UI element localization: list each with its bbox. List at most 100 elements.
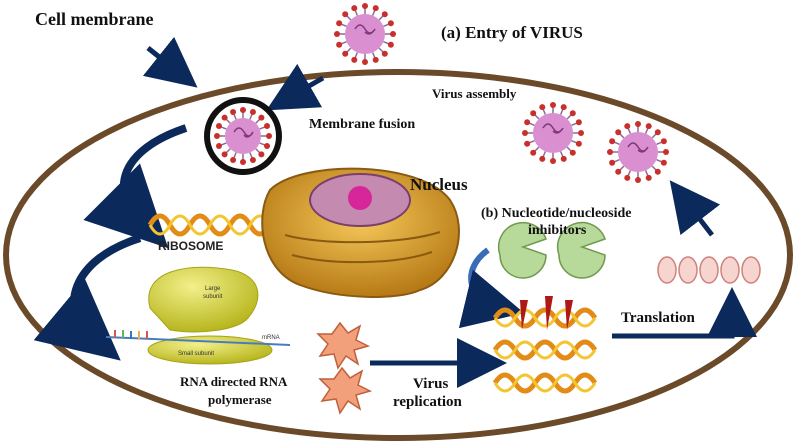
virus-spike-tip <box>615 168 622 175</box>
label-nucleus: Nucleus <box>410 175 468 194</box>
label-inhibitors-1: (b) Nucleotide/nucleoside <box>481 206 632 221</box>
virus-spike-tip <box>530 110 537 117</box>
virus-spike-tip <box>258 151 265 158</box>
label-large-subunit-1: Large <box>205 286 221 292</box>
virus-spike-tip <box>524 140 531 147</box>
virus-spike-tip <box>615 129 622 136</box>
replicated-helix-2 <box>492 339 598 361</box>
translation-arrow <box>612 287 757 339</box>
virus-spike-tip <box>578 130 584 136</box>
mrna-strand <box>105 336 291 346</box>
curved-arrow-to-ribosome <box>83 124 188 249</box>
virus-spike-tip <box>550 158 556 164</box>
virus-spike-tip <box>624 123 631 130</box>
virus-spike-tip <box>336 20 343 27</box>
label-mrna: mRNA <box>262 335 280 341</box>
virus-spike-tip <box>522 130 528 136</box>
virus-spike-tip <box>635 121 641 127</box>
curved-arrow-to-mrna <box>33 234 142 361</box>
virus-spike-tip <box>387 20 394 27</box>
virus-spike-tip <box>607 149 613 155</box>
virus-icon <box>522 102 584 164</box>
virus-spike-tip <box>221 114 228 121</box>
virus-spike-tip <box>230 108 237 115</box>
virus-icon <box>214 107 272 165</box>
virus-spike-tip <box>249 108 256 115</box>
label-virus-replication-1: Virus <box>413 376 448 392</box>
replicated-helix-2-strand <box>493 340 597 360</box>
virus-icon <box>607 121 669 183</box>
virus-spike-tip <box>381 50 388 57</box>
virus-spike-tip <box>240 159 246 165</box>
entry-arrow <box>266 63 325 111</box>
virus-spike-tip <box>660 138 667 145</box>
virus-spike-tip <box>342 11 349 18</box>
virus-spike-tip <box>575 119 582 126</box>
virus-spike-tip <box>372 56 379 63</box>
protein-chain <box>657 256 761 284</box>
inhibitor-shape-2 <box>556 221 606 279</box>
virus-spike-tip <box>645 174 652 181</box>
mrna-bases <box>114 330 148 339</box>
virus-spike-tip <box>663 149 669 155</box>
virus-spike-tip <box>258 114 265 121</box>
virus-spike-tip <box>609 138 616 145</box>
virus-spike-tip <box>609 159 616 166</box>
virus-spike-tip <box>351 5 358 12</box>
virus-spike-tip <box>266 133 272 139</box>
replicated-helix-3-strand <box>493 373 597 393</box>
label-entry: (a) Entry of VIRUS <box>441 23 583 42</box>
virus-spike-tip <box>539 104 546 111</box>
virus-spike-tip <box>215 142 222 149</box>
curved-arrow-inhibitor <box>458 247 525 329</box>
virus-spike-tip <box>221 151 228 158</box>
ribosome-helix-strand <box>148 214 272 236</box>
virus-spike-tip <box>569 149 576 156</box>
nucleus-icon <box>261 167 460 298</box>
label-large-subunit-2: subunit <box>203 294 223 300</box>
virus-spike-tip <box>654 168 661 175</box>
label-virus-replication-2: replication <box>393 394 463 410</box>
virus-spike-tip <box>569 110 576 117</box>
replicated-helix-3 <box>492 372 598 394</box>
virus-spike-tip <box>524 119 531 126</box>
virus-spike-tip <box>390 31 396 37</box>
virus-spike-tip <box>381 11 388 18</box>
label-ribosome: RIBOSOME <box>158 239 223 253</box>
assembly-arrow <box>669 180 721 237</box>
virus-spike-tip <box>645 123 652 130</box>
virus-spike-tip <box>624 174 631 181</box>
label-cell-membrane: Cell membrane <box>35 9 153 29</box>
virus-spike-tip <box>336 41 343 48</box>
virus-spike-tip <box>387 41 394 48</box>
virus-spike-tip <box>240 107 246 113</box>
virus-spike-tip <box>264 142 271 149</box>
label-translation: Translation <box>621 310 696 326</box>
virus-spike-tip <box>654 129 661 136</box>
membrane-pointer-arrow <box>142 36 198 88</box>
virus-spike-tip <box>550 102 556 108</box>
replication-burst-1 <box>316 321 371 370</box>
label-inhibitors-2: inhibitors <box>528 223 587 238</box>
virus-spike-tip <box>660 159 667 166</box>
virus-spike-tip <box>215 123 222 130</box>
label-small-subunit: Small subunit <box>178 351 214 357</box>
virus-spike-tip <box>264 123 271 130</box>
virus-spike-tip <box>334 31 340 37</box>
virus-spike-tip <box>362 59 368 65</box>
label-rdrp-1: RNA directed RNA <box>180 374 288 389</box>
membrane-fusion-virus <box>204 97 282 175</box>
virus-spike-tip <box>560 155 567 162</box>
replication-burst-2 <box>318 366 373 415</box>
virus-spike-tip <box>362 3 368 9</box>
virus-icon <box>334 3 396 65</box>
virus-spike-tip <box>230 157 237 164</box>
virus-spike-tip <box>530 149 537 156</box>
virus-spike-tip <box>635 177 641 183</box>
label-rdrp-2: polymerase <box>208 392 272 407</box>
virus-spike-tip <box>249 157 256 164</box>
virus-spike-tip <box>342 50 349 57</box>
virus-spike-tip <box>351 56 358 63</box>
